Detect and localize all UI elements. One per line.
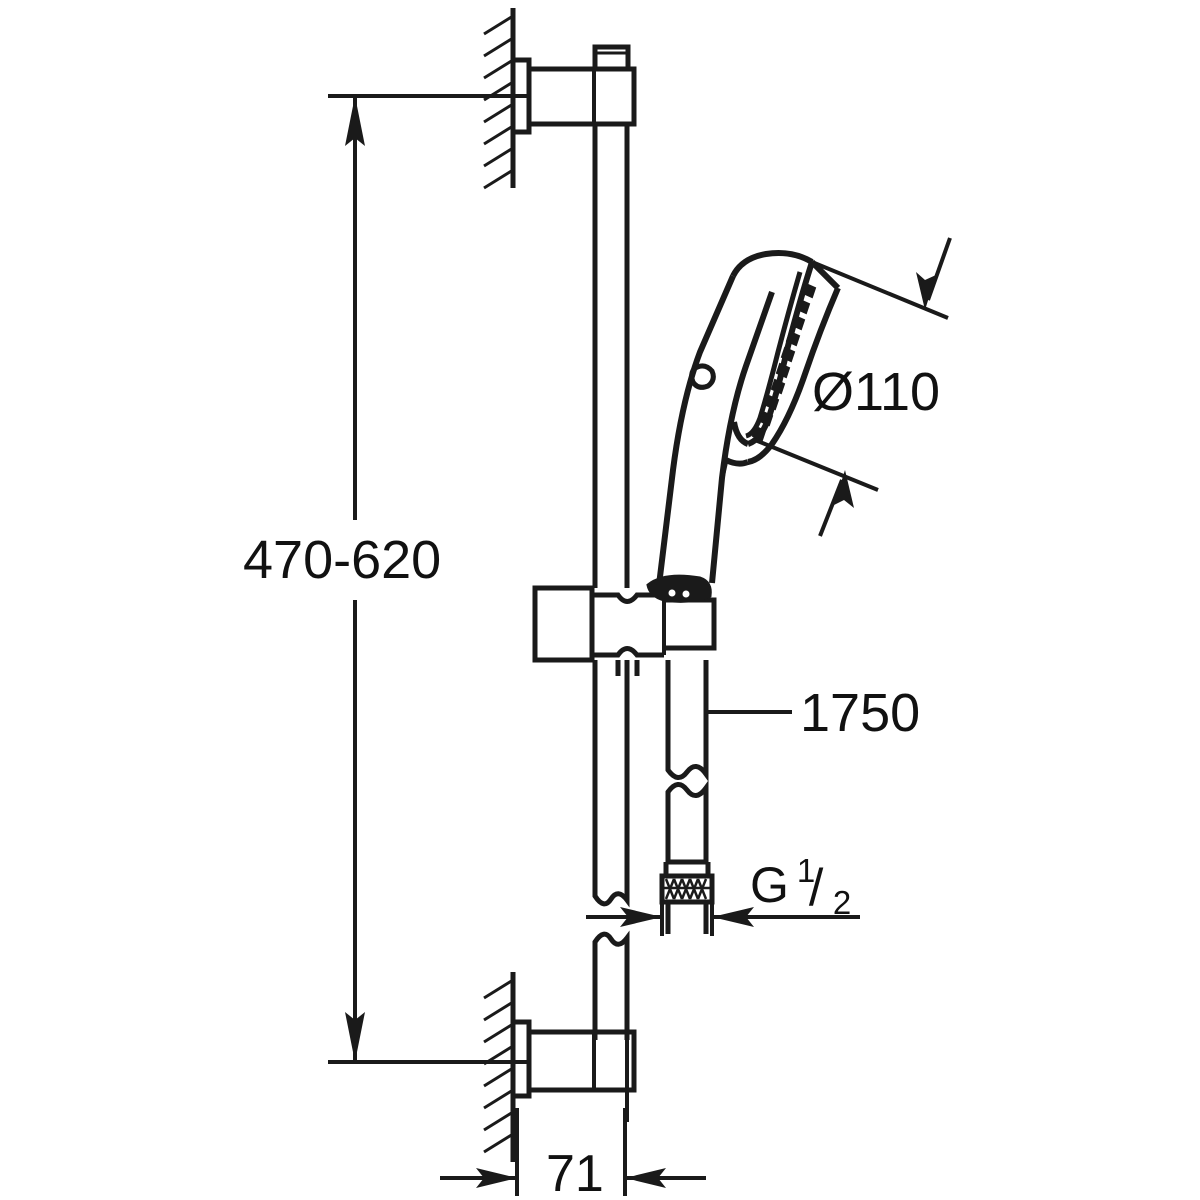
dimension-spray-diameter <box>754 237 952 537</box>
slider-holder <box>532 574 717 676</box>
shower-hose <box>663 660 711 876</box>
dimension-wall-projection <box>440 1108 706 1196</box>
shower-rail <box>592 124 630 1040</box>
thread-prefix: G <box>750 857 789 913</box>
thread-numerator: 1 <box>796 852 816 889</box>
wall-hatching-bottom <box>483 972 516 1162</box>
upper-wall-bracket <box>510 44 637 135</box>
dimension-rail-height <box>328 94 527 1064</box>
hose-nut <box>659 873 715 934</box>
dimension-label-wall-projection: 71 <box>546 1145 604 1200</box>
lower-wall-bracket <box>510 1019 637 1122</box>
dimension-label-hose-length: 1750 <box>800 683 921 743</box>
thread-denominator: 2 <box>832 884 852 921</box>
dimension-label-rail-height: 470-620 <box>243 530 442 590</box>
dimension-label-thread: G 1 / 2 <box>750 854 855 922</box>
thread-fraction: 1 / 2 <box>797 854 855 922</box>
dimension-thread <box>586 876 860 936</box>
thread-slash: / <box>808 859 824 917</box>
dimension-label-spray-diameter: Ø110 <box>812 362 941 422</box>
hand-shower <box>656 250 841 586</box>
